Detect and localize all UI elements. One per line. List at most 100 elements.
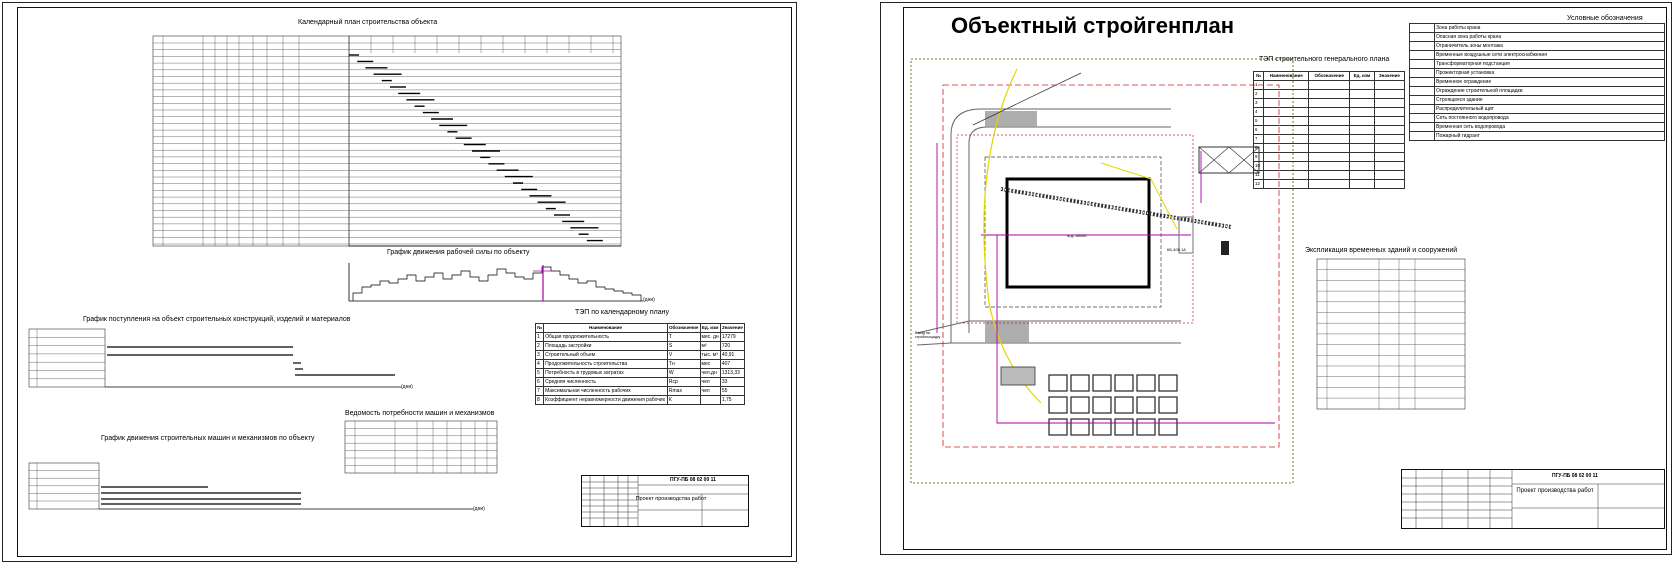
table-row: 11 bbox=[1252, 170, 1406, 180]
table-cell bbox=[1308, 170, 1351, 180]
table-header-cell: Ед. изм bbox=[1349, 71, 1375, 81]
table-cell: 33 bbox=[719, 377, 746, 387]
table-cell: 1 bbox=[1252, 80, 1265, 90]
legend-item: Прожекторная установка bbox=[1409, 68, 1665, 78]
legend-symbol-icon bbox=[1409, 131, 1435, 141]
storage-container bbox=[1092, 396, 1112, 414]
table-cell: 4 bbox=[1252, 107, 1265, 117]
legend-label: Прожекторная установка bbox=[1434, 68, 1665, 78]
legend-symbol-icon bbox=[1409, 23, 1435, 33]
table-cell: 11 bbox=[1252, 170, 1265, 180]
table-cell bbox=[1263, 170, 1310, 180]
title-block-stamp: ПГУ-ПБ 08 02 00 11 Проект производства р… bbox=[1401, 469, 1665, 529]
table-cell bbox=[1263, 134, 1310, 144]
building-label: ж.д.-30х30 bbox=[1067, 233, 1087, 238]
table-cell bbox=[1373, 89, 1406, 99]
table-cell bbox=[699, 395, 721, 405]
table-cell: м² bbox=[699, 341, 721, 351]
table-cell: Площадь застройки bbox=[543, 341, 668, 351]
table-cell bbox=[1373, 134, 1406, 144]
table-row: 7 bbox=[1252, 134, 1406, 144]
table-cell bbox=[1263, 98, 1310, 108]
legend-symbol-icon bbox=[1409, 32, 1435, 42]
storage-container bbox=[1114, 374, 1134, 392]
table-cell bbox=[1308, 125, 1351, 135]
table-cell bbox=[1308, 143, 1351, 153]
table-cell bbox=[1349, 116, 1375, 126]
table-row: 10 bbox=[1252, 161, 1406, 171]
title-block-stamp: ПГУ-ПБ 08 02 00 11 Проект производства р… bbox=[581, 475, 749, 527]
storage-container bbox=[1048, 374, 1068, 392]
table-cell bbox=[1373, 161, 1406, 171]
table-cell bbox=[1308, 80, 1351, 90]
table-cell bbox=[1349, 89, 1375, 99]
machines-schedule bbox=[28, 462, 473, 510]
workforce-histogram bbox=[348, 263, 643, 302]
axis-unit-label: (дни) bbox=[473, 506, 485, 512]
table-cell bbox=[1373, 143, 1406, 153]
legend-symbol-icon bbox=[1409, 104, 1435, 114]
site-tep-title: ТЭП строительного генерального плана bbox=[1259, 56, 1390, 63]
table-cell bbox=[1263, 107, 1310, 117]
table-cell bbox=[1308, 134, 1351, 144]
sheet-calendar-plan: Календарный план строительства объекта bbox=[2, 2, 797, 562]
table-cell: Продолжительность строительства bbox=[543, 359, 668, 369]
table-cell: Коэффициент неравномерности движения раб… bbox=[543, 395, 668, 405]
table-cell bbox=[1263, 89, 1310, 99]
storage-container bbox=[1092, 418, 1112, 436]
table-cell bbox=[1308, 116, 1351, 126]
table-cell: Rmax bbox=[666, 386, 701, 396]
table-cell bbox=[1263, 143, 1310, 153]
table-row: 8 bbox=[1252, 143, 1406, 153]
table-cell bbox=[1308, 161, 1351, 171]
legend-symbol-icon bbox=[1409, 95, 1435, 105]
legend-label: Ограждение строительной площадки bbox=[1434, 86, 1665, 96]
site-plan-drawing bbox=[910, 58, 1294, 484]
table-cell: 6 bbox=[1252, 125, 1265, 135]
table-cell bbox=[1373, 80, 1406, 90]
table-cell bbox=[1373, 107, 1406, 117]
legend-item: Временная сеть водопровода bbox=[1409, 122, 1665, 132]
table-cell: чел bbox=[699, 386, 721, 396]
axis-unit-label: (дни) bbox=[401, 384, 413, 390]
storage-container bbox=[1158, 374, 1178, 392]
storage-container bbox=[1136, 374, 1156, 392]
table-cell: 55 bbox=[719, 386, 746, 396]
table-row: 6 bbox=[1252, 125, 1406, 135]
table-cell bbox=[1308, 107, 1351, 117]
table-cell: 720 bbox=[719, 341, 746, 351]
table-cell: W bbox=[666, 368, 701, 378]
legend-item: Трансформаторная подстанция bbox=[1409, 59, 1665, 69]
legend-symbol-icon bbox=[1409, 113, 1435, 123]
legend-symbol-icon bbox=[1409, 41, 1435, 51]
table-row: 5 bbox=[1252, 116, 1406, 126]
stamp-project-name: Проект производства работ bbox=[635, 496, 707, 502]
table-cell bbox=[1373, 170, 1406, 180]
table-cell: S bbox=[666, 341, 701, 351]
table-cell bbox=[1373, 125, 1406, 135]
table-cell: 1,75 bbox=[719, 395, 746, 405]
table-cell: 17279 bbox=[719, 332, 746, 342]
table-cell: Максимальная численность рабочих bbox=[543, 386, 668, 396]
table-cell bbox=[1263, 179, 1310, 189]
table-cell bbox=[1349, 134, 1375, 144]
table-row: 3 bbox=[1252, 98, 1406, 108]
table-header-cell: Обозначение bbox=[1308, 71, 1351, 81]
table-cell: 3 bbox=[1252, 98, 1265, 108]
table-cell bbox=[1308, 152, 1351, 162]
table-row: 4 bbox=[1252, 107, 1406, 117]
storage-container bbox=[1136, 396, 1156, 414]
table-cell bbox=[1373, 152, 1406, 162]
table-cell bbox=[1263, 80, 1310, 90]
table-cell bbox=[1349, 179, 1375, 189]
legend-symbol-icon bbox=[1409, 122, 1435, 132]
table-cell bbox=[1349, 125, 1375, 135]
table-cell: Rср bbox=[666, 377, 701, 387]
legend-symbol-icon bbox=[1409, 77, 1435, 87]
legend-label: Зона работы крана bbox=[1434, 23, 1665, 33]
legend-label: Строящееся здание bbox=[1434, 95, 1665, 105]
table-cell: 1 bbox=[534, 332, 545, 342]
